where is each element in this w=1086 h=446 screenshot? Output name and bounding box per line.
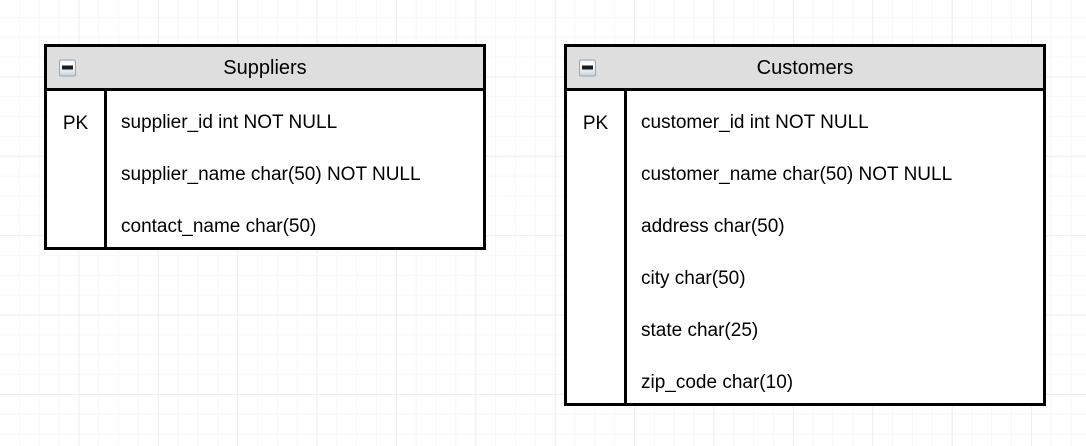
attribute-row[interactable]: supplier_id int NOT NULL <box>121 112 338 133</box>
minus-bar-glyph <box>62 65 73 70</box>
minus-square-icon[interactable] <box>59 59 76 76</box>
entity-title-customers: Customers <box>756 56 854 79</box>
entity-body-suppliers: PK supplier_id int NOT NULL supplier_nam… <box>47 91 483 247</box>
minus-square-icon[interactable] <box>579 59 596 76</box>
entity-customers[interactable]: Customers PK customer_id int NOT NULL cu… <box>564 44 1046 406</box>
attribute-row[interactable]: city char(50) <box>641 268 746 289</box>
pk-gutter-customers: PK <box>567 91 627 403</box>
pk-label-suppliers: PK <box>62 113 89 134</box>
entity-suppliers[interactable]: Suppliers PK supplier_id int NOT NULL su… <box>44 44 486 250</box>
attribute-row[interactable]: contact_name char(50) <box>121 216 317 237</box>
attribute-row[interactable]: customer_id int NOT NULL <box>641 112 869 133</box>
entity-title-suppliers: Suppliers <box>223 56 307 79</box>
attribute-row[interactable]: state char(25) <box>641 320 759 341</box>
attribute-row[interactable]: zip_code char(10) <box>641 372 794 393</box>
attribute-list-customers: customer_id int NOT NULL customer_name c… <box>627 91 1043 403</box>
attribute-row[interactable]: customer_name char(50) NOT NULL <box>641 164 953 185</box>
attribute-row[interactable]: address char(50) <box>641 216 785 237</box>
pk-gutter-suppliers: PK <box>47 91 107 247</box>
entity-header-customers[interactable]: Customers <box>567 47 1043 91</box>
minus-bar-glyph <box>582 65 593 70</box>
entity-header-suppliers[interactable]: Suppliers <box>47 47 483 91</box>
entity-body-customers: PK customer_id int NOT NULL customer_nam… <box>567 91 1043 403</box>
attribute-row[interactable]: supplier_name char(50) NOT NULL <box>121 164 421 185</box>
attribute-list-suppliers: supplier_id int NOT NULL supplier_name c… <box>107 91 483 247</box>
pk-label-customers: PK <box>582 113 609 134</box>
